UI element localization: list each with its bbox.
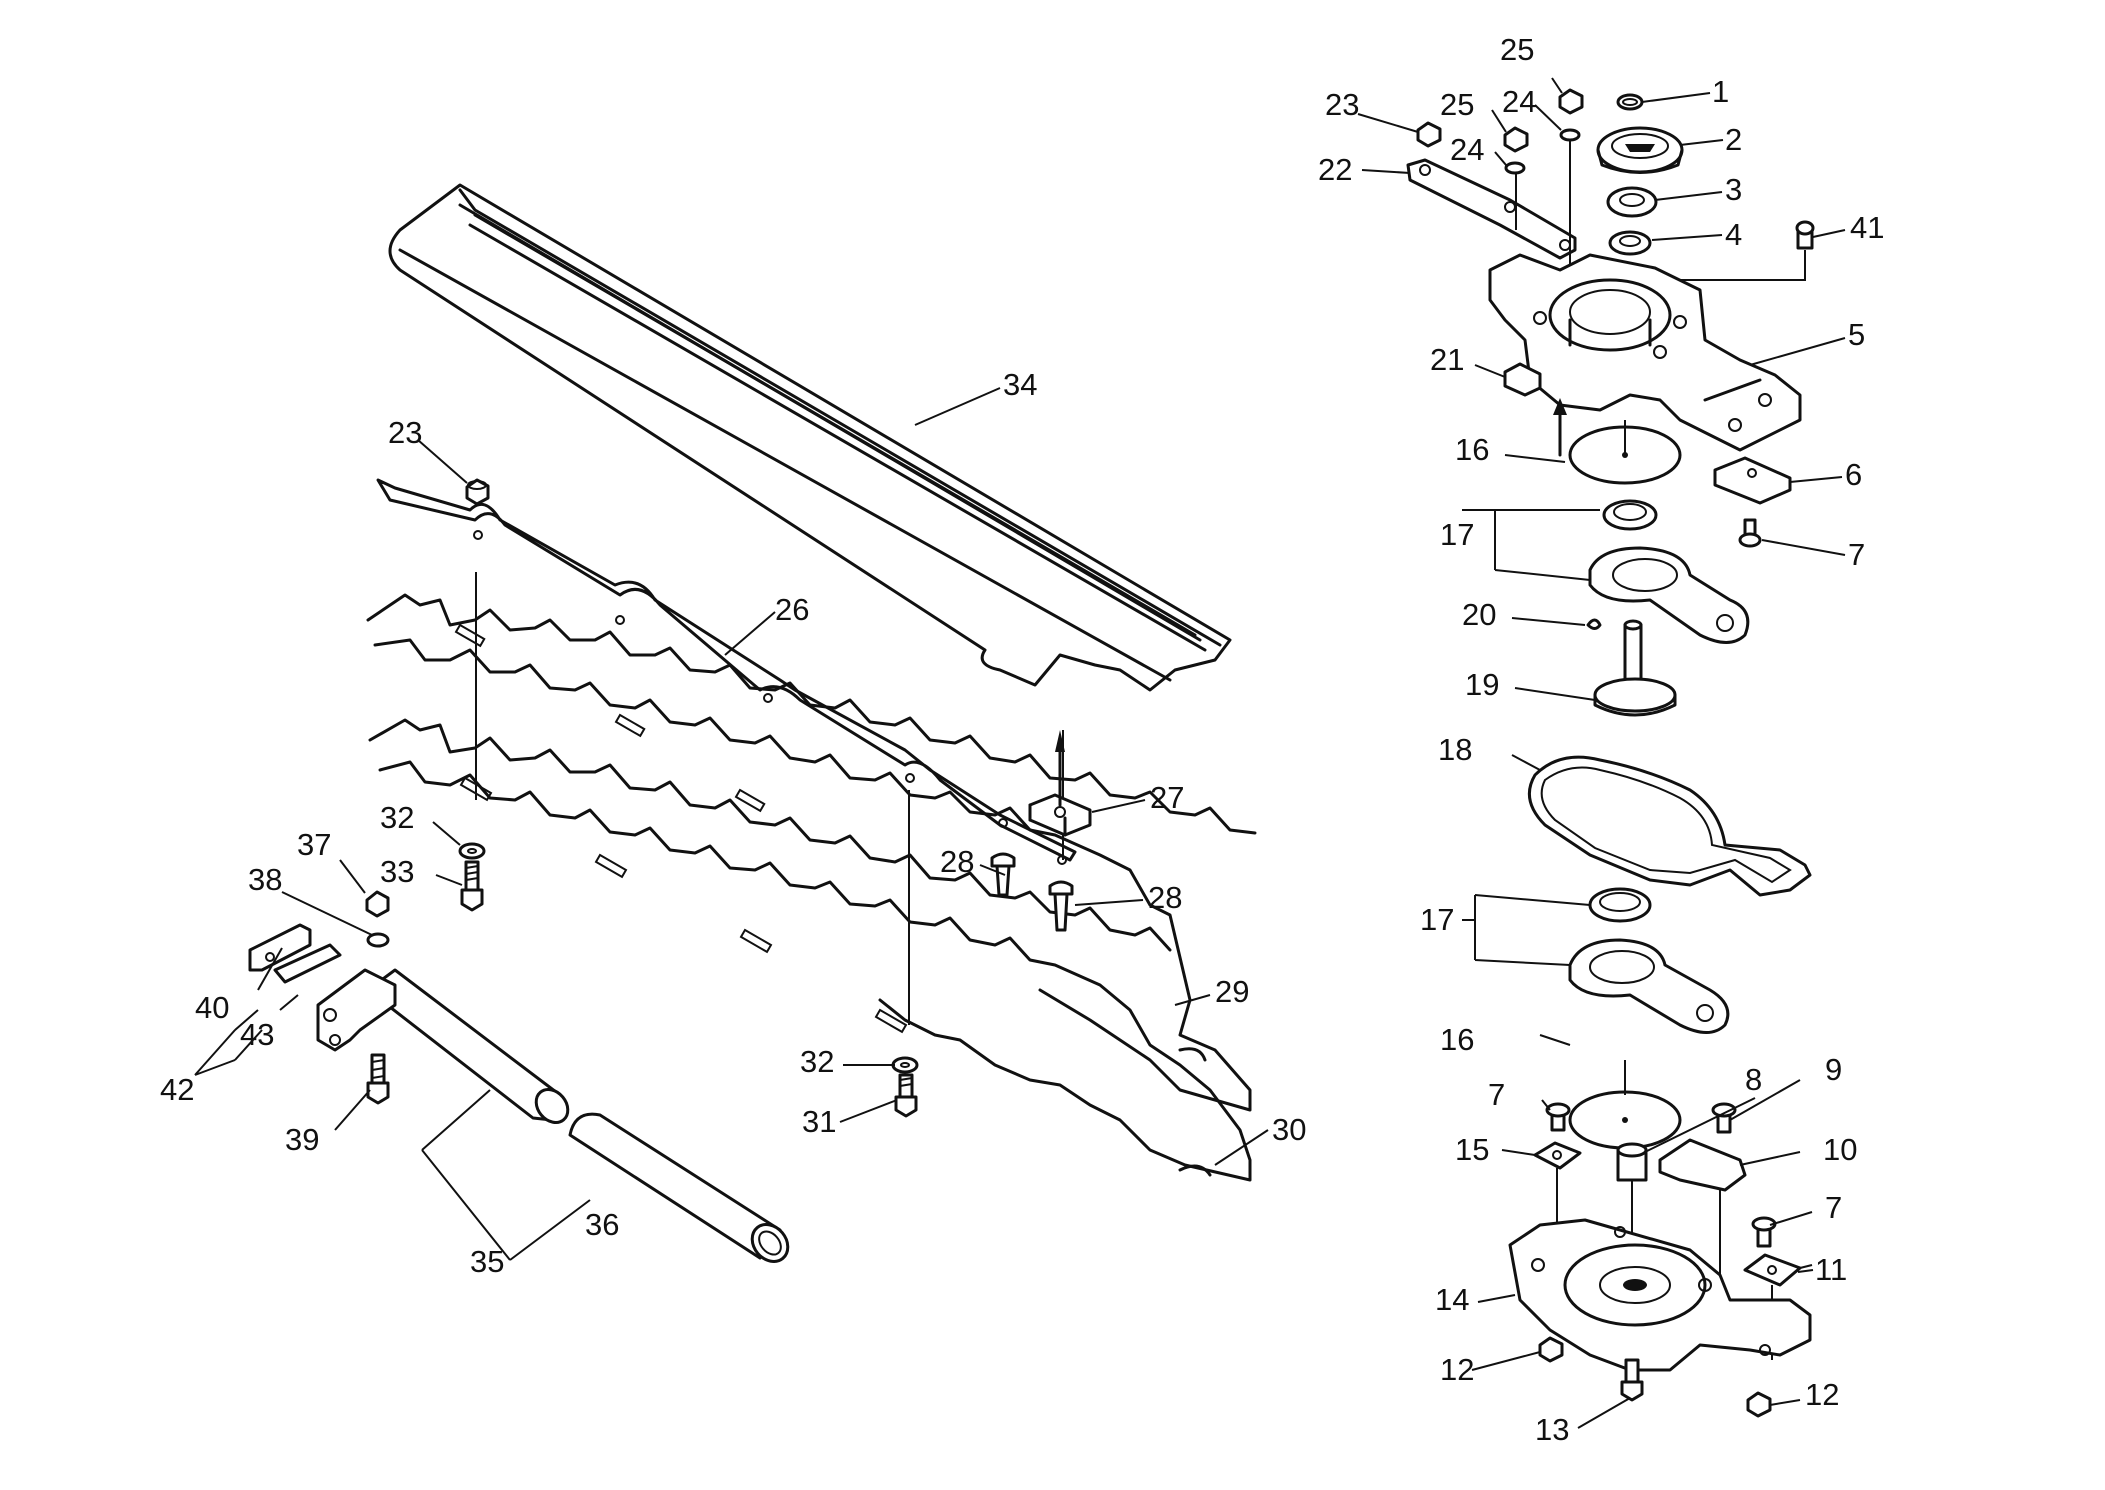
part-12-13-nuts-bolt <box>1538 1336 1772 1418</box>
label-28-b: 28 <box>1148 880 1182 915</box>
part-16-discs <box>1568 420 1682 1150</box>
label-26: 26 <box>775 592 809 627</box>
part-14-lower-housing <box>1508 1218 1812 1372</box>
label-4: 4 <box>1725 217 1742 252</box>
label-10: 10 <box>1823 1132 1857 1167</box>
label-39: 39 <box>285 1122 319 1157</box>
label-16-lower: 16 <box>1440 1022 1474 1057</box>
part-17-bushing-and-arm-lower <box>1568 887 1730 1034</box>
part-4-collar <box>1608 230 1652 256</box>
label-14: 14 <box>1435 1282 1469 1317</box>
label-15: 15 <box>1455 1132 1489 1167</box>
label-40: 40 <box>195 990 229 1025</box>
label-16-upper: 16 <box>1455 432 1489 467</box>
label-6: 6 <box>1845 457 1862 492</box>
part-10-cover <box>1658 1138 1747 1285</box>
part-21-block <box>1503 362 1542 397</box>
label-7-upper: 7 <box>1848 537 1865 572</box>
part-22-bracket-plate <box>1406 158 1577 260</box>
part-33-bolt <box>460 860 484 912</box>
label-24-b: 24 <box>1450 132 1484 167</box>
label-43: 43 <box>240 1017 274 1052</box>
label-32-right: 32 <box>800 1044 834 1079</box>
part-handle-bracket <box>316 968 397 1052</box>
part-32-washers <box>458 842 919 1074</box>
part-7-screws-bottom <box>1545 1102 1777 1248</box>
part-labels: 1 2 3 4 5 6 7 8 9 10 11 12 12 13 14 15 7… <box>160 32 1884 1447</box>
label-25-top: 25 <box>1500 32 1534 67</box>
part-29-upper-blade <box>366 593 1257 1112</box>
part-39-bolt <box>366 1053 390 1105</box>
part-31-bolt <box>894 1073 918 1118</box>
part-23-nut-plate <box>465 478 490 506</box>
label-7-lower: 7 <box>1825 1190 1842 1225</box>
label-30: 30 <box>1272 1112 1306 1147</box>
label-38: 38 <box>248 862 282 897</box>
label-20: 20 <box>1462 597 1496 632</box>
part-2-gear <box>1596 126 1684 174</box>
label-17-upper: 17 <box>1440 517 1474 552</box>
label-42: 42 <box>160 1072 194 1107</box>
part-1-circlip <box>1616 93 1644 111</box>
label-37: 37 <box>297 827 331 862</box>
label-7-mid: 7 <box>1488 1077 1505 1112</box>
label-17-lower: 17 <box>1420 902 1454 937</box>
label-24-a: 24 <box>1502 84 1536 119</box>
leader-lines <box>194 77 1846 1429</box>
part-16-arrow <box>1553 398 1567 457</box>
label-2: 2 <box>1725 122 1742 157</box>
label-29: 29 <box>1215 974 1249 1009</box>
part-19-eccentric-shaft <box>1593 619 1677 717</box>
label-36: 36 <box>585 1207 619 1242</box>
part-23-24-25-nuts-washers <box>1416 88 1584 290</box>
part-3-bearing <box>1606 186 1658 218</box>
label-25-mid: 25 <box>1440 87 1474 122</box>
label-5: 5 <box>1848 317 1865 352</box>
part-37-38-nut-washer <box>365 890 390 948</box>
label-31: 31 <box>802 1104 836 1139</box>
part-18-gasket <box>1527 755 1812 897</box>
label-3: 3 <box>1725 172 1742 207</box>
label-18: 18 <box>1438 732 1472 767</box>
label-1: 1 <box>1712 74 1729 109</box>
label-21: 21 <box>1430 342 1464 377</box>
part-28-bolts <box>990 852 1074 932</box>
part-6-clip <box>1713 456 1792 505</box>
label-8: 8 <box>1745 1062 1762 1097</box>
part-40-43-plates <box>248 923 342 984</box>
part-26-top-plate <box>376 478 1077 865</box>
label-12-left: 12 <box>1440 1352 1474 1387</box>
label-22: 22 <box>1318 152 1352 187</box>
label-11: 11 <box>1815 1252 1847 1287</box>
label-32-left: 32 <box>380 800 414 835</box>
part-35-36-handle-tubes <box>366 968 790 1263</box>
part-9-grease-fitting <box>1711 1102 1737 1134</box>
part-17-bushing-and-arm-upper <box>1588 499 1750 644</box>
label-9: 9 <box>1825 1052 1842 1087</box>
label-27: 27 <box>1150 780 1184 815</box>
part-8-bushing <box>1616 1142 1648 1280</box>
part-20-key <box>1586 618 1602 630</box>
part-27-clip <box>1028 730 1092 837</box>
label-41: 41 <box>1850 210 1884 245</box>
label-12-right: 12 <box>1805 1377 1839 1412</box>
part-7-screw-top <box>1738 518 1762 548</box>
label-28-a: 28 <box>940 844 974 879</box>
part-5-gear-housing <box>1488 253 1802 452</box>
label-13: 13 <box>1535 1412 1569 1447</box>
label-33: 33 <box>380 854 414 889</box>
label-23-left: 23 <box>388 415 422 450</box>
label-23-right: 23 <box>1325 87 1359 122</box>
part-34-blade-guard <box>388 183 1232 692</box>
label-34: 34 <box>1003 367 1037 402</box>
label-19: 19 <box>1465 667 1499 702</box>
label-35: 35 <box>470 1244 504 1279</box>
